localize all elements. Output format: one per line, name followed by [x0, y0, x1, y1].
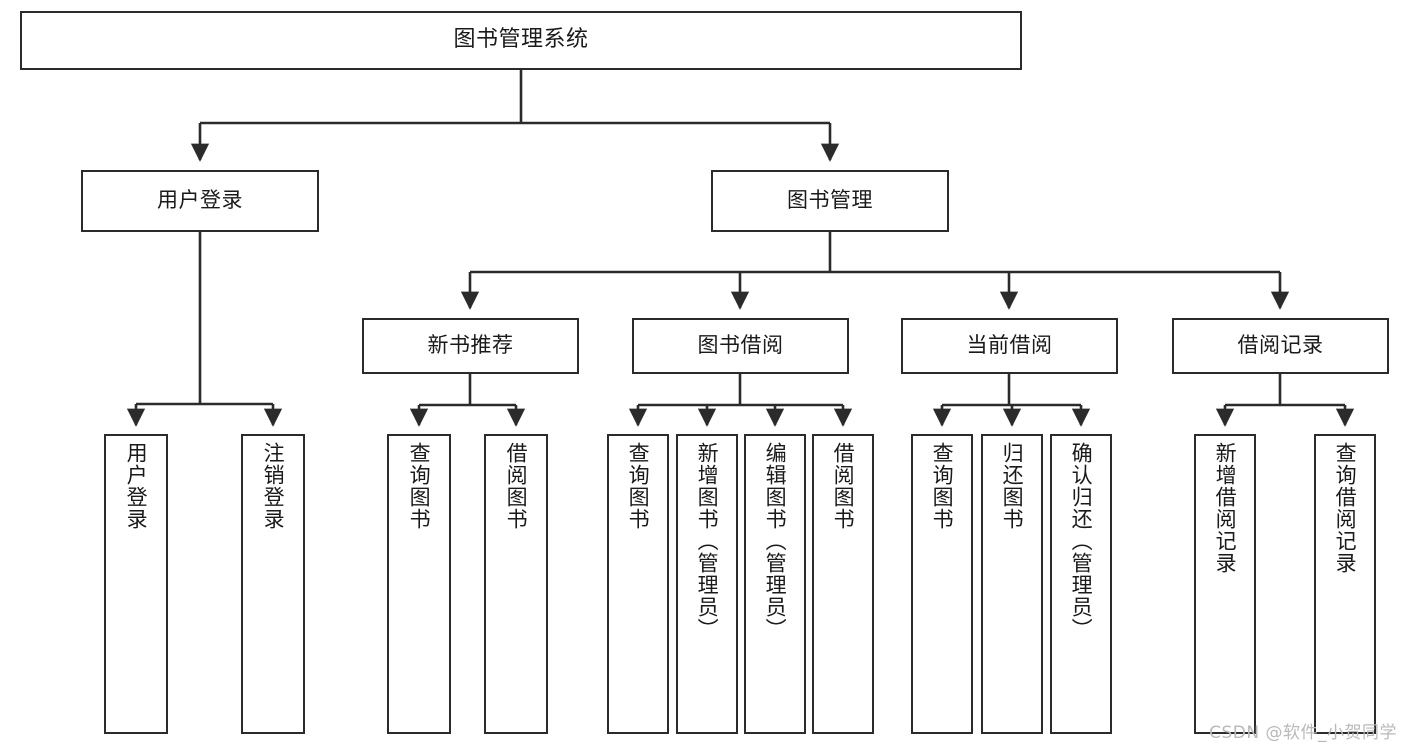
node-book-borrow[interactable]: 图书借阅	[632, 318, 849, 374]
node-leaf-borrow-book-1-label: 借阅图书	[504, 442, 529, 530]
node-new-book-recommend-label: 新书推荐	[427, 333, 514, 358]
node-leaf-query-record[interactable]: 查询借阅记录	[1314, 434, 1376, 734]
node-borrow-record-label: 借阅记录	[1237, 333, 1324, 358]
node-leaf-query-book-1[interactable]: 查询图书	[387, 434, 451, 734]
node-book-borrow-label: 图书借阅	[697, 333, 784, 358]
node-leaf-borrow-book-1[interactable]: 借阅图书	[484, 434, 548, 734]
node-leaf-confirm-return[interactable]: 确认归还（管理员）	[1050, 434, 1112, 734]
node-book-manage[interactable]: 图书管理	[711, 170, 949, 232]
node-borrow-record[interactable]: 借阅记录	[1172, 318, 1389, 374]
node-leaf-logout[interactable]: 注销登录	[241, 434, 305, 734]
node-leaf-edit-book-label: 编辑图书（管理员）	[763, 442, 788, 640]
node-current-borrow[interactable]: 当前借阅	[901, 318, 1118, 374]
node-user-login-label: 用户登录	[157, 188, 243, 213]
node-leaf-query-book-3-label: 查询图书	[930, 442, 955, 530]
node-root-label: 图书管理系统	[453, 27, 589, 53]
node-leaf-confirm-return-label: 确认归还（管理员）	[1069, 442, 1094, 640]
node-new-book-recommend[interactable]: 新书推荐	[362, 318, 579, 374]
node-leaf-user-login[interactable]: 用户登录	[104, 434, 168, 734]
node-leaf-user-login-label: 用户登录	[124, 442, 149, 530]
node-current-borrow-label: 当前借阅	[966, 333, 1053, 358]
node-root[interactable]: 图书管理系统	[20, 11, 1022, 70]
node-leaf-return-book[interactable]: 归还图书	[981, 434, 1043, 734]
node-leaf-return-book-label: 归还图书	[1000, 442, 1025, 530]
node-leaf-add-book-label: 新增图书（管理员）	[695, 442, 720, 640]
node-leaf-add-record-label: 新增借阅记录	[1213, 442, 1238, 574]
node-book-manage-label: 图书管理	[787, 188, 873, 213]
node-leaf-query-book-2-label: 查询图书	[626, 442, 651, 530]
node-leaf-add-record[interactable]: 新增借阅记录	[1194, 434, 1256, 734]
node-leaf-add-book[interactable]: 新增图书（管理员）	[676, 434, 738, 734]
node-leaf-query-book-2[interactable]: 查询图书	[607, 434, 669, 734]
node-leaf-logout-label: 注销登录	[261, 442, 286, 530]
watermark-text: CSDN @软件_小贺同学	[1209, 723, 1397, 743]
node-leaf-query-book-1-label: 查询图书	[407, 442, 432, 530]
node-user-login[interactable]: 用户登录	[81, 170, 319, 232]
node-leaf-edit-book[interactable]: 编辑图书（管理员）	[744, 434, 806, 734]
node-leaf-borrow-book-2[interactable]: 借阅图书	[812, 434, 874, 734]
node-leaf-query-book-3[interactable]: 查询图书	[911, 434, 973, 734]
node-leaf-query-record-label: 查询借阅记录	[1333, 442, 1358, 574]
node-leaf-borrow-book-2-label: 借阅图书	[831, 442, 856, 530]
